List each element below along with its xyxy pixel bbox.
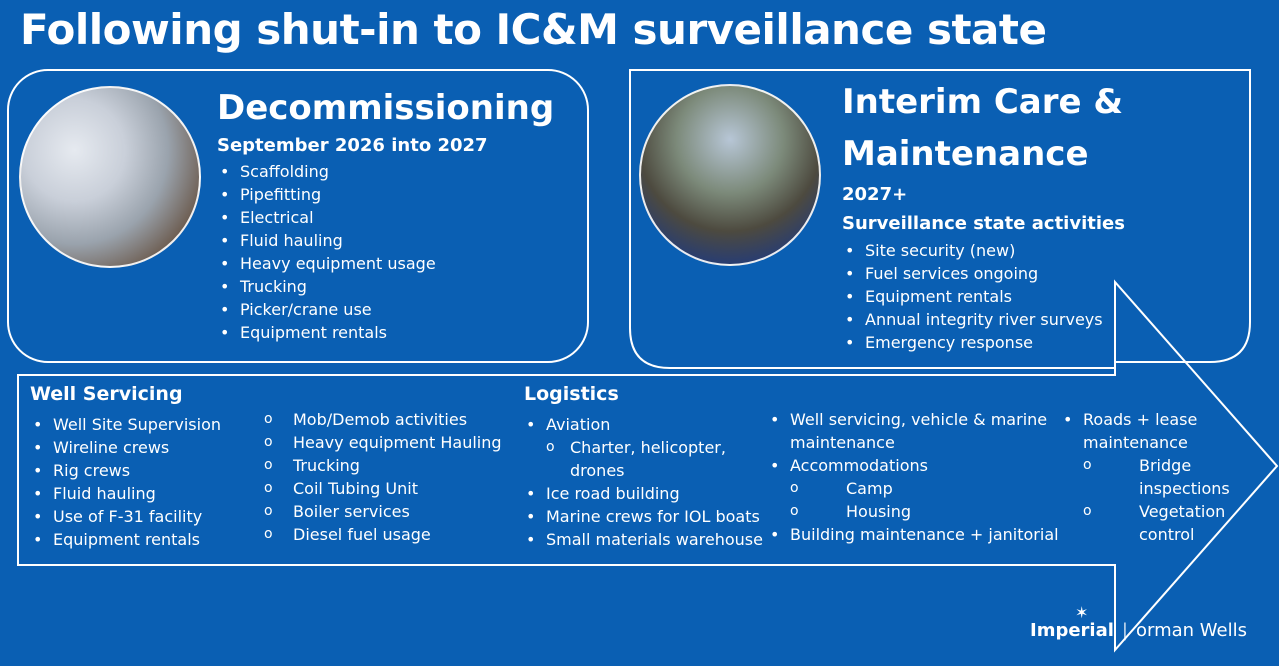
list-item: Fluid hauling bbox=[31, 482, 221, 505]
decommissioning-dates: September 2026 into 2027 bbox=[217, 135, 488, 156]
list-item: Trucking bbox=[264, 454, 502, 477]
list-item: Pipefitting bbox=[218, 183, 436, 206]
list-item: Fluid hauling bbox=[218, 229, 436, 252]
list-item: Camp bbox=[768, 477, 1059, 500]
list-item-text: maintenance bbox=[1083, 433, 1188, 452]
imperial-star-icon: ✶ bbox=[1075, 603, 1089, 622]
decommissioning-heading: Decommissioning bbox=[217, 88, 555, 128]
list-item: Equipment rentals bbox=[218, 321, 436, 344]
list-item: Coil Tubing Unit bbox=[264, 477, 502, 500]
list-item: Marine crews for IOL boats bbox=[524, 505, 763, 528]
list-item: Boiler services bbox=[264, 500, 502, 523]
well-servicing-list-1: Well Site Supervision Wireline crews Rig… bbox=[31, 413, 221, 551]
list-item-continued: drones bbox=[524, 459, 763, 482]
decommissioning-box bbox=[7, 69, 589, 363]
decommissioning-list: Scaffolding Pipefitting Electrical Fluid… bbox=[218, 160, 436, 344]
list-item-text: inspections bbox=[1139, 479, 1230, 498]
list-item: Annual integrity river surveys bbox=[843, 308, 1103, 331]
list-item: Aviation bbox=[524, 413, 763, 436]
list-item-continued: control bbox=[1061, 523, 1230, 546]
decommissioning-photo bbox=[19, 86, 201, 268]
list-item: Picker/crane use bbox=[218, 298, 436, 321]
list-item: Scaffolding bbox=[218, 160, 436, 183]
icm-list: Site security (new) Fuel services ongoin… bbox=[843, 239, 1103, 354]
well-servicing-list-2: Mob/Demob activities Heavy equipment Hau… bbox=[264, 408, 502, 546]
list-item: Equipment rentals bbox=[31, 528, 221, 551]
list-item: Use of F-31 facility bbox=[31, 505, 221, 528]
logistics-list-3: Roads + lease maintenance Bridge inspect… bbox=[1061, 408, 1230, 546]
logistics-list-2: Well servicing, vehicle & marine mainten… bbox=[768, 408, 1059, 546]
list-item: Electrical bbox=[218, 206, 436, 229]
icm-photo bbox=[639, 84, 821, 266]
list-item-text: control bbox=[1139, 525, 1195, 544]
list-item: Rig crews bbox=[31, 459, 221, 482]
list-item: Fuel services ongoing bbox=[843, 262, 1103, 285]
list-item-continued: inspections bbox=[1061, 477, 1230, 500]
icm-heading-line2: Maintenance bbox=[842, 134, 1089, 174]
list-item: Well servicing, vehicle & marine bbox=[768, 408, 1059, 431]
list-item-continued: maintenance bbox=[1061, 431, 1230, 454]
list-item: Roads + lease bbox=[1061, 408, 1230, 431]
icm-heading-line1: Interim Care & bbox=[842, 82, 1124, 122]
list-item-continued: maintenance bbox=[768, 431, 1059, 454]
list-item-text: maintenance bbox=[790, 433, 895, 452]
list-item: Equipment rentals bbox=[843, 285, 1103, 308]
list-item: Site security (new) bbox=[843, 239, 1103, 262]
logo-separator: | bbox=[1121, 620, 1128, 641]
arrow-outline bbox=[17, 279, 1279, 653]
slide-title: Following shut-in to IC&M surveillance s… bbox=[20, 5, 1047, 54]
company-logo: Imperial | orman Wells bbox=[1030, 620, 1247, 641]
list-item: Emergency response bbox=[843, 331, 1103, 354]
logo-site: orman Wells bbox=[1136, 620, 1247, 641]
icm-year: 2027+ bbox=[842, 184, 908, 205]
list-item-text: drones bbox=[570, 461, 625, 480]
list-item: Bridge bbox=[1061, 454, 1230, 477]
list-item: Diesel fuel usage bbox=[264, 523, 502, 546]
list-item: Trucking bbox=[218, 275, 436, 298]
list-item: Accommodations bbox=[768, 454, 1059, 477]
logistics-list-1: Aviation Charter, helicopter, drones Ice… bbox=[524, 413, 763, 551]
list-item: Housing bbox=[768, 500, 1059, 523]
list-item: Mob/Demob activities bbox=[264, 408, 502, 431]
list-item: Vegetation bbox=[1061, 500, 1230, 523]
well-servicing-heading: Well Servicing bbox=[30, 383, 183, 405]
list-item: Heavy equipment Hauling bbox=[264, 431, 502, 454]
logo-brand: Imperial bbox=[1030, 620, 1114, 641]
list-item: Charter, helicopter, bbox=[524, 436, 763, 459]
list-item: Small materials warehouse bbox=[524, 528, 763, 551]
list-item: Ice road building bbox=[524, 482, 763, 505]
list-item: Heavy equipment usage bbox=[218, 252, 436, 275]
list-item: Wireline crews bbox=[31, 436, 221, 459]
list-item: Well Site Supervision bbox=[31, 413, 221, 436]
logistics-heading: Logistics bbox=[524, 383, 619, 405]
icm-subheading: Surveillance state activities bbox=[842, 213, 1125, 234]
list-item: Building maintenance + janitorial bbox=[768, 523, 1059, 546]
